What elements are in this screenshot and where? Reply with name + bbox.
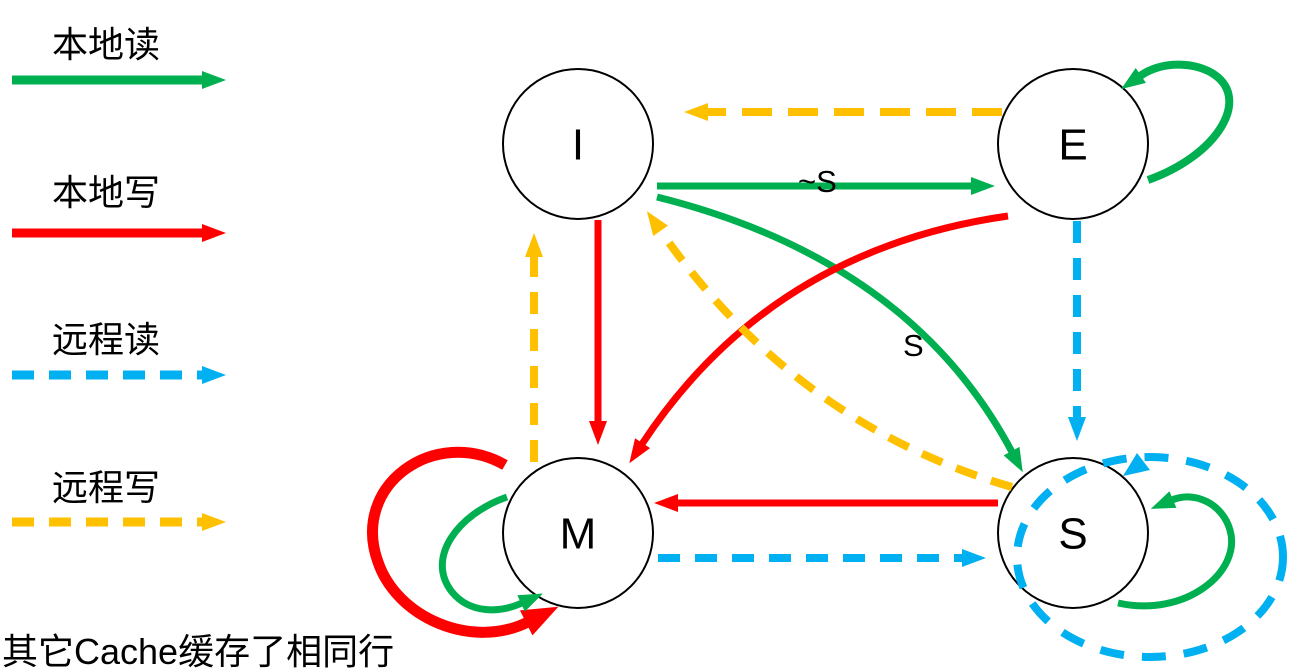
edge-e-to-m-local-write: [629, 212, 1009, 464]
edge-label-shared: S: [903, 328, 924, 363]
state-label-i: I: [572, 120, 584, 169]
state-label-s: S: [1058, 509, 1087, 558]
loop-m-local-read: [438, 493, 543, 614]
legend-label-remote-read: 远程读: [52, 319, 160, 360]
state-label-m: M: [560, 509, 597, 558]
state-circle-s: [997, 457, 1149, 609]
legend: 本地读 本地写 远程读 远程写: [12, 24, 226, 531]
legend-label-remote-write: 远程写: [52, 467, 160, 508]
state-circle-e: [997, 68, 1149, 220]
labels: I E M S ~S S: [560, 120, 1088, 558]
legend-label-local-write: 本地写: [52, 172, 160, 213]
legend-label-local-read: 本地读: [52, 24, 160, 65]
footnote-text: 其它Cache缓存了相同行: [2, 631, 394, 672]
loop-s-remote-read: [1013, 453, 1287, 661]
state-circle-i: [502, 68, 654, 220]
edge-s-to-i-remote-write: [646, 211, 1014, 491]
state-circle-m: [502, 457, 654, 609]
loop-m-local-write: [367, 446, 559, 638]
edge-label-not-shared: ~S: [798, 164, 837, 199]
loop-e-local-read: [1121, 60, 1234, 184]
state-label-e: E: [1058, 120, 1087, 169]
edge-i-to-s-local-read: [656, 193, 1023, 473]
states: [502, 68, 1149, 609]
loop-s-remote-read-arrowhead-icon: [1123, 453, 1150, 476]
transitions: [367, 60, 1287, 661]
loop-s-local-read: [1117, 491, 1236, 610]
